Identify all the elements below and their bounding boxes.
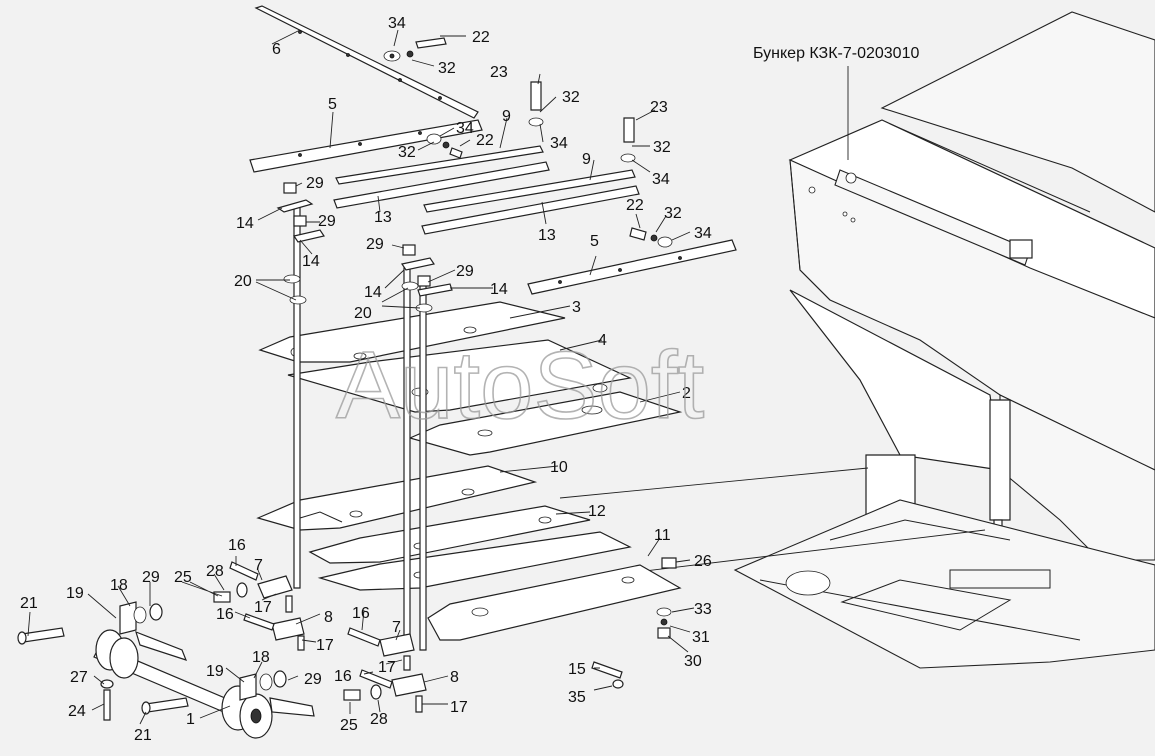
callout-7: 7 — [392, 619, 401, 636]
callout-7: 7 — [254, 557, 263, 574]
callout-31: 31 — [692, 629, 710, 646]
callout-16: 16 — [352, 605, 370, 622]
callout-13: 13 — [374, 209, 392, 226]
callout-32: 32 — [438, 60, 456, 77]
callout-27: 27 — [70, 669, 88, 686]
callout-23: 23 — [650, 99, 668, 116]
callout-29: 29 — [318, 213, 336, 230]
callout-17: 17 — [254, 599, 272, 616]
callout-28: 28 — [370, 711, 388, 728]
lower-hardware — [17, 557, 677, 739]
callout-16: 16 — [334, 668, 352, 685]
watermark: AutoSoft — [336, 332, 704, 439]
callout-9: 9 — [582, 151, 591, 168]
callout-34: 34 — [694, 225, 712, 242]
callout-25: 25 — [174, 569, 192, 586]
callout-32: 32 — [562, 89, 580, 106]
callout-11: 11 — [654, 527, 671, 544]
callout-34: 34 — [550, 135, 568, 152]
callout-26: 26 — [694, 553, 712, 570]
callout-9: 9 — [502, 108, 511, 125]
callout-2: 2 — [682, 385, 691, 402]
callout-17: 17 — [378, 659, 396, 676]
callout-4: 4 — [598, 332, 607, 349]
callout-14: 14 — [364, 284, 382, 301]
callout-16: 16 — [228, 537, 246, 554]
callout-15: 15 — [568, 661, 586, 678]
callout-14: 14 — [490, 281, 508, 298]
callout-3: 3 — [572, 299, 581, 316]
callout-25: 25 — [340, 717, 358, 734]
callout-19: 19 — [66, 585, 84, 602]
callout-17: 17 — [316, 637, 334, 654]
top-fasteners — [383, 37, 673, 248]
bunker-assembly: Бункер КЗК-7-0203010 — [733, 11, 1155, 669]
sheets — [256, 301, 683, 641]
callout-14: 14 — [302, 253, 320, 270]
callout-29: 29 — [142, 569, 160, 586]
rods — [276, 182, 453, 651]
callout-35: 35 — [568, 689, 586, 706]
callout-34: 34 — [456, 120, 474, 137]
callout-16: 16 — [216, 606, 234, 623]
callout-22: 22 — [626, 197, 644, 214]
callout-34: 34 — [652, 171, 670, 188]
callout-29: 29 — [456, 263, 474, 280]
callouts: 6 34 22 32 23 32 5 23 34 9 22 34 32 9 32… — [20, 15, 712, 744]
bunker-label: Бункер КЗК-7-0203010 — [753, 45, 919, 62]
callout-32: 32 — [664, 205, 682, 222]
callout-23: 23 — [490, 64, 508, 81]
callout-21: 21 — [134, 727, 152, 744]
callout-12: 12 — [588, 503, 606, 520]
callout-20: 20 — [234, 273, 252, 290]
leader-lines — [27, 29, 695, 725]
callout-32: 32 — [398, 144, 416, 161]
callout-32: 32 — [653, 139, 671, 156]
callout-20: 20 — [354, 305, 372, 322]
callout-28: 28 — [206, 563, 224, 580]
callout-22: 22 — [472, 29, 490, 46]
callout-24: 24 — [68, 703, 86, 720]
callout-13: 13 — [538, 227, 556, 244]
callout-29: 29 — [366, 236, 384, 253]
callout-10: 10 — [550, 459, 568, 476]
callout-5: 5 — [590, 233, 599, 250]
callout-14: 14 — [236, 215, 254, 232]
callout-17: 17 — [450, 699, 468, 716]
callout-33: 33 — [694, 601, 712, 618]
callout-1: 1 — [186, 711, 195, 728]
callout-8: 8 — [450, 669, 459, 686]
callout-21: 21 — [20, 595, 38, 612]
callout-22: 22 — [476, 132, 494, 149]
callout-18: 18 — [252, 649, 270, 666]
callout-19: 19 — [206, 663, 224, 680]
callout-5: 5 — [328, 96, 337, 113]
callout-29: 29 — [306, 175, 324, 192]
top-strips — [249, 5, 737, 295]
callout-6: 6 — [272, 41, 281, 58]
callout-8: 8 — [324, 609, 333, 626]
callout-18: 18 — [110, 577, 128, 594]
callout-30: 30 — [684, 653, 702, 670]
callout-29: 29 — [304, 671, 322, 688]
callout-34: 34 — [388, 15, 406, 32]
